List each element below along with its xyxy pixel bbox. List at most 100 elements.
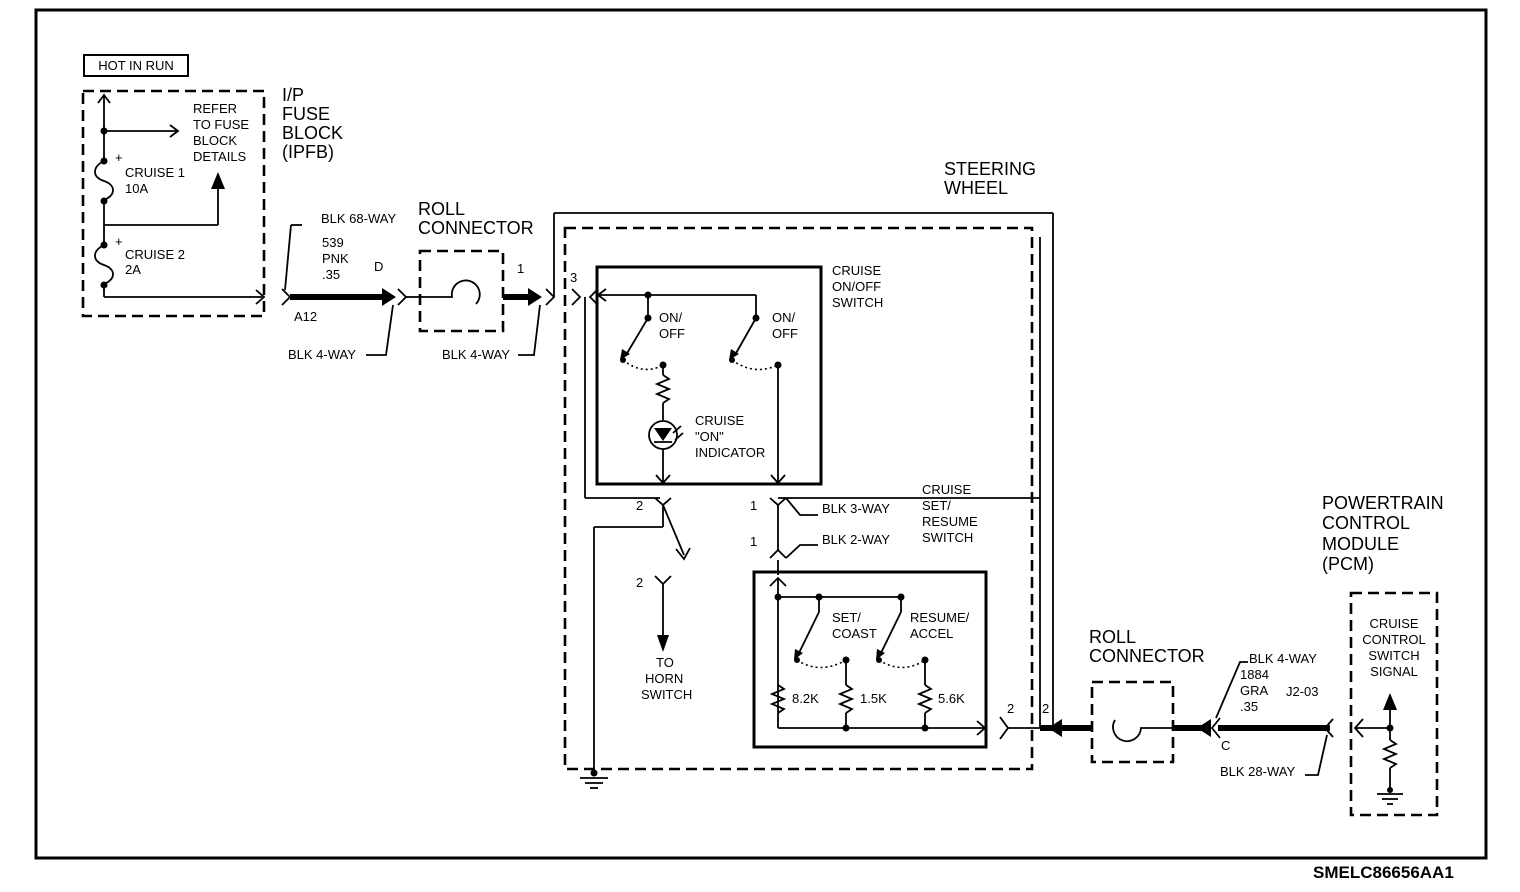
pin-3-label: 3 <box>570 270 577 285</box>
roll-connector-1 <box>418 249 505 333</box>
wire-1884 <box>1173 661 1334 776</box>
cruise-1-plus: + <box>115 150 123 165</box>
on-off-b-label-1: ON/ <box>772 310 796 325</box>
blk-4-way-leader-a <box>366 304 394 356</box>
diagram-border <box>34 8 1488 860</box>
blk-4-way-label-a: BLK 4-WAY <box>288 347 356 362</box>
roll-connector-1-coil <box>420 279 481 305</box>
indicator-label-3: INDICATOR <box>695 445 765 460</box>
on-off-a-label-1: ON/ <box>659 310 683 325</box>
cruise-2-plus: + <box>115 234 123 249</box>
pcm-title-2: CONTROL <box>1322 513 1410 533</box>
hot-in-run-label: HOT IN RUN <box>98 58 174 73</box>
cruise-1-rating: 10A <box>125 181 148 196</box>
refer-text-2: TO FUSE <box>193 117 249 132</box>
on-off-switch-title-3: SWITCH <box>832 295 883 310</box>
pcm-title-4: (PCM) <box>1322 554 1374 574</box>
blk-4-way-label-c: BLK 4-WAY <box>1249 651 1317 666</box>
on-off-switch-title-1: CRUISE <box>832 263 881 278</box>
cruise-1-name: CRUISE 1 <box>125 165 185 180</box>
on-off-switch-title-2: ON/OFF <box>832 279 881 294</box>
pin-2-output-a: 2 <box>1007 701 1014 716</box>
set-coast-label-1: SET/ <box>832 610 861 625</box>
blk-68-way-label: BLK 68-WAY <box>321 211 396 226</box>
ccs-signal-label-4: SIGNAL <box>1370 664 1418 679</box>
refer-arrow <box>103 172 225 245</box>
wire-1884-color: GRA <box>1240 683 1269 698</box>
pcm-title-1: POWERTRAIN <box>1322 493 1444 513</box>
set-resume-title-2: SET/ <box>922 498 951 513</box>
hot-in-run-box <box>83 54 189 77</box>
ipfb-title-1: I/P <box>282 85 304 105</box>
on-off-switch-internals <box>596 288 786 485</box>
pin-1-2way: 1 <box>750 534 757 549</box>
pcm-internal-circuit <box>1353 693 1403 805</box>
wire-539-color: PNK <box>322 251 349 266</box>
pin-d-label: D <box>374 259 383 274</box>
set-resume-title-1: CRUISE <box>922 482 971 497</box>
blk-3-way-label: BLK 3-WAY <box>822 501 890 516</box>
set-resume-internals <box>769 576 987 736</box>
refer-text-4: DETAILS <box>193 149 247 164</box>
resistor-1-5k-label: 1.5K <box>860 691 887 706</box>
roll-connector-1-title-1: ROLL <box>418 199 465 219</box>
steering-wheel-feed-wire <box>553 212 1054 728</box>
resume-accel-label-1: RESUME/ <box>910 610 970 625</box>
ccs-signal-label-1: CRUISE <box>1369 616 1418 631</box>
pin-a12-label: A12 <box>294 309 317 324</box>
blk-4-way-label-b: BLK 4-WAY <box>442 347 510 362</box>
indicator-label-1: CRUISE <box>695 413 744 428</box>
cruise-on-off-switch-box <box>595 265 823 486</box>
ipfb-title-3: BLOCK <box>282 123 343 143</box>
refer-text-1: REFER <box>193 101 237 116</box>
blk-28-way-label: BLK 28-WAY <box>1220 764 1295 779</box>
pin-2-horn-lower: 2 <box>636 575 643 590</box>
horn-label-3: SWITCH <box>641 687 692 702</box>
blk-4-way-leader-b <box>518 304 541 356</box>
set-resume-title-3: RESUME <box>922 514 978 529</box>
indicator-label-2: "ON" <box>695 429 724 444</box>
pcm-title-3: MODULE <box>1322 534 1399 554</box>
set-coast-label-2: COAST <box>832 626 877 641</box>
on-off-a-label-2: OFF <box>659 326 685 341</box>
ccs-signal-label-2: CONTROL <box>1362 632 1426 647</box>
roll-connector-2-title-1: ROLL <box>1089 627 1136 647</box>
roll-connector-2 <box>1090 680 1175 764</box>
roll-connector-2-title-2: CONNECTOR <box>1089 646 1205 666</box>
roll-pin-1-label: 1 <box>517 261 524 276</box>
horn-circuit <box>580 504 691 789</box>
ipfb-title-4: (IPFB) <box>282 142 334 162</box>
blk-2-way-connector <box>769 505 818 575</box>
cruise-2-fuse <box>94 244 114 285</box>
cruise-2-name: CRUISE 2 <box>125 247 185 262</box>
set-resume-switch-box <box>752 570 988 749</box>
ipfb-title-2: FUSE <box>282 104 330 124</box>
resume-accel-label-2: ACCEL <box>910 626 953 641</box>
pin-c-label: C <box>1221 738 1230 753</box>
resistor-8-2k-label: 8.2K <box>792 691 819 706</box>
wire-1884-number: 1884 <box>1240 667 1269 682</box>
pin-j2-03-label: J2-03 <box>1286 684 1319 699</box>
roll-connector-2-coil <box>1112 719 1173 743</box>
refer-text-3: BLOCK <box>193 133 237 148</box>
wire-1884-size: .35 <box>1240 699 1258 714</box>
horn-label-1: TO <box>656 655 674 670</box>
resistor-5-6k-label: 5.6K <box>938 691 965 706</box>
ipfb-enclosure <box>81 89 266 318</box>
ccs-signal-label-3: SWITCH <box>1368 648 1419 663</box>
pin-2-horn-upper: 2 <box>636 498 643 513</box>
cruise-1-fuse <box>94 160 114 201</box>
wire-539-number: 539 <box>322 235 344 250</box>
roll-connector-1-title-2: CONNECTOR <box>418 218 534 238</box>
wire-539-size: .35 <box>322 267 340 282</box>
horn-label-2: HORN <box>645 671 683 686</box>
steering-output-connector <box>999 716 1092 740</box>
pcm-enclosure <box>1349 591 1439 817</box>
drawing-id: SMELC86656AA1 <box>1313 863 1454 882</box>
steering-wheel-title-2: WHEEL <box>944 178 1008 198</box>
pin-2-output-b: 2 <box>1042 701 1049 716</box>
steering-wheel-title-1: STEERING <box>944 159 1036 179</box>
blk-2-way-label: BLK 2-WAY <box>822 532 890 547</box>
on-off-b-label-2: OFF <box>772 326 798 341</box>
